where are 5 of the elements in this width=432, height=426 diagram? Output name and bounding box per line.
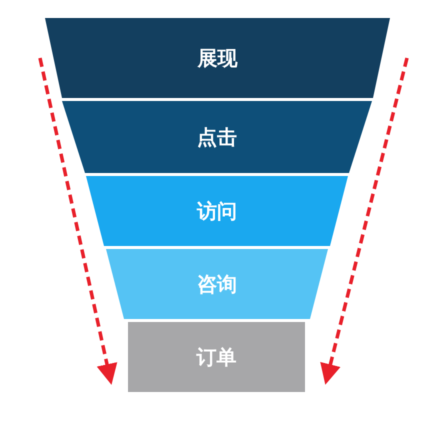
layer-label: 点击 (197, 125, 237, 149)
layer-label: 访问 (197, 199, 237, 223)
layer-label: 展现 (198, 46, 238, 70)
layer-label: 订单 (196, 345, 236, 369)
layer-label: 咨询 (197, 272, 237, 296)
